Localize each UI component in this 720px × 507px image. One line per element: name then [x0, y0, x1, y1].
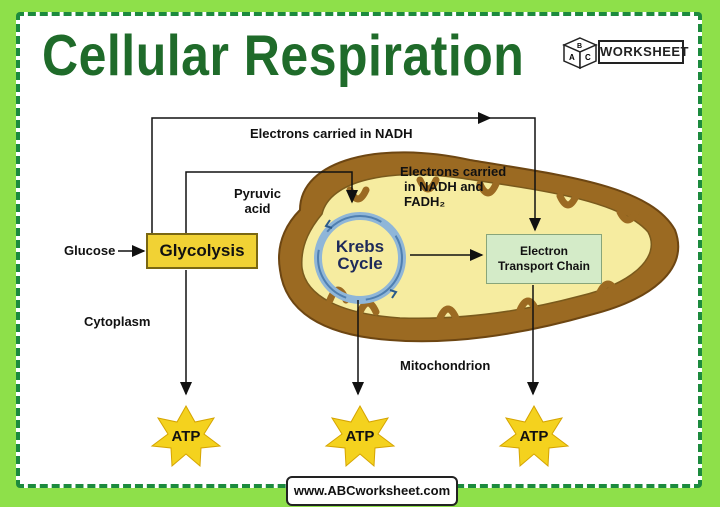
svg-text:C: C — [585, 53, 591, 62]
krebs-line: Cycle — [337, 254, 383, 273]
etc-line: Electron — [519, 244, 568, 258]
etc-line: Transport Chain — [497, 259, 590, 273]
atp-star-3 — [498, 404, 570, 468]
label-line: Pyruvic — [234, 186, 281, 201]
page-title: Cellular Respiration — [42, 23, 525, 88]
label-line: FADH₂ — [404, 194, 446, 209]
label-pyruvic-acid: Pyruvic acid — [234, 186, 281, 216]
abc-cube-icon: B A C — [562, 37, 598, 70]
label-mitochondrion: Mitochondrion — [400, 358, 491, 373]
label-line: Electrons carried — [400, 164, 507, 179]
footer-url[interactable]: www.ABCworksheet.com — [286, 476, 458, 506]
label-line: acid — [244, 201, 271, 216]
krebs-line: Krebs — [335, 237, 385, 256]
atp-label-2: ATP — [345, 428, 375, 445]
atp-star-1 — [150, 404, 222, 468]
krebs-cycle-ring — [314, 212, 406, 304]
glycolysis-box: Glycolysis — [146, 233, 258, 269]
label-glucose: Glucose — [64, 243, 116, 258]
label-electrons-nadh-fadh: Electrons carried in NADH and FADH₂ — [400, 164, 506, 209]
svg-text:B: B — [577, 43, 582, 50]
krebs-cycle-label: Krebs Cycle — [322, 238, 398, 272]
label-line: in NADH and — [404, 179, 484, 194]
label-cytoplasm: Cytoplasm — [84, 314, 151, 329]
atp-label-1: ATP — [171, 428, 201, 445]
svg-text:A: A — [569, 53, 575, 62]
logo-text: WORKSHEET — [598, 40, 689, 64]
label-electrons-nadh: Electrons carried in NADH — [250, 126, 413, 141]
electron-transport-chain-box: Electron Transport Chain — [486, 234, 602, 284]
atp-star-2 — [324, 404, 396, 468]
atp-label-3: ATP — [519, 428, 549, 445]
